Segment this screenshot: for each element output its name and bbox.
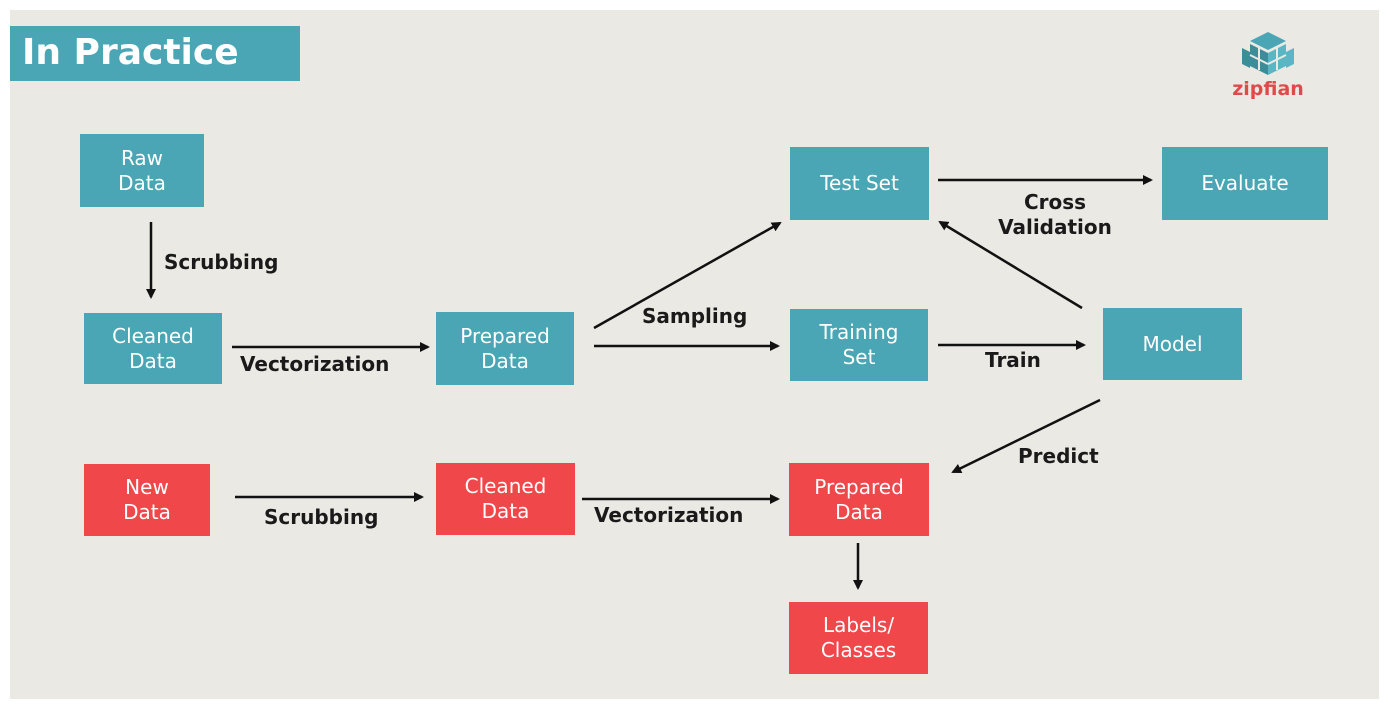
arrow-model-to-new-prepared xyxy=(951,398,1101,474)
label-scrubbing-top: Scrubbing xyxy=(164,250,279,274)
label-train: Train xyxy=(985,348,1041,372)
node-new-cleaned-data: Cleaned Data xyxy=(436,463,575,535)
zipfian-cube-logo-icon xyxy=(1242,32,1294,75)
label-vectorization-top: Vectorization xyxy=(240,352,390,376)
node-test-set: Test Set xyxy=(790,147,929,220)
label-sampling: Sampling xyxy=(642,304,748,328)
diagram-arrows xyxy=(146,175,1153,590)
node-training-set: Training Set xyxy=(790,309,928,381)
label-cross-validation: Cross Validation xyxy=(998,190,1112,239)
node-raw-data: Raw Data xyxy=(80,134,204,207)
node-new-prepared-data: Prepared Data xyxy=(789,463,929,536)
node-new-data: New Data xyxy=(84,464,210,536)
node-model: Model xyxy=(1103,308,1242,380)
arrow-model-to-test xyxy=(938,220,1083,310)
slide: In Practice zipfian xyxy=(10,10,1379,699)
slide-title: In Practice xyxy=(22,32,239,73)
label-vectorization-bottom: Vectorization xyxy=(594,503,744,527)
node-prepared-data: Prepared Data xyxy=(436,312,574,385)
label-predict: Predict xyxy=(1018,444,1099,468)
node-cleaned-data: Cleaned Data xyxy=(84,313,222,384)
logo-text: zipfian xyxy=(1232,78,1304,100)
node-labels-classes: Labels/ Classes xyxy=(789,602,928,674)
arrow-prepared-to-test xyxy=(593,221,782,330)
node-evaluate: Evaluate xyxy=(1162,147,1328,220)
title-bar: In Practice xyxy=(10,26,300,81)
label-scrubbing-bottom: Scrubbing xyxy=(264,505,379,529)
